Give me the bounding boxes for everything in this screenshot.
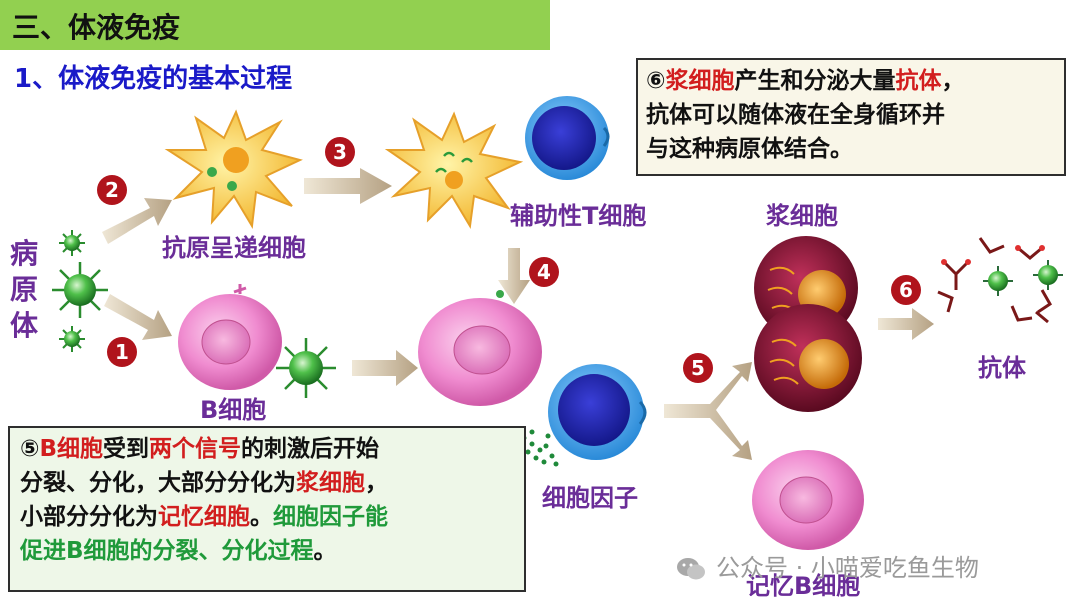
cytokine-effect-text: 促进B细胞的分裂、分化过程 (20, 538, 314, 564)
memory-b-cell (752, 450, 864, 550)
apc-cell-presenting (384, 111, 524, 229)
step-badge-2: 2 (97, 175, 127, 205)
step-number-2: 2 (105, 178, 119, 202)
page-title: 三、体液免疫 (12, 11, 181, 44)
pathogen-large (52, 262, 108, 318)
cytokine-label: 细胞因子 (542, 484, 638, 512)
arrow-b-to-activated (352, 350, 418, 386)
box-top-text: 产生和分泌大量 (734, 68, 896, 94)
box-bottom-comma: ， (365, 470, 388, 496)
arrow-1 (104, 294, 172, 340)
plasma-cell-highlight-2: 浆细胞 (296, 470, 365, 496)
circle-number-5: ⑤ (20, 436, 40, 462)
memory-b-label: 记忆B细胞 (746, 572, 861, 600)
box-bottom-period: 。 (250, 504, 273, 530)
box-top-line2: 抗体可以随体液在全身循环并 (646, 102, 945, 128)
title-bar: 三、体液免疫 (0, 0, 550, 50)
box-top-line3: 与这种病原体结合。 (646, 136, 853, 162)
box-bottom-text-3: 分裂、分化，大部分分化为 (20, 470, 296, 496)
plasma-cell-label: 浆细胞 (766, 202, 838, 230)
b-cell-highlight: B细胞 (39, 436, 104, 462)
step-badge-1: 1 (107, 337, 137, 367)
explanation-box-step6: ⑥浆细胞产生和分泌大量抗体， 抗体可以随体液在全身循环并 与这种病原体结合。 (636, 58, 1066, 176)
activated-b-cell (418, 290, 542, 406)
watermark-text: 公众号 · 小喵爱吃鱼生物 (716, 554, 979, 582)
box-bottom-text-4: 小部分分化为 (20, 504, 158, 530)
arrow-4 (498, 248, 530, 304)
two-signals-highlight: 两个信号 (149, 436, 242, 462)
apc-cell (164, 109, 303, 230)
cytokine-highlight: 细胞因子能 (273, 504, 388, 530)
box-bottom-text-1: 受到 (103, 436, 150, 462)
antibody-label: 抗体 (978, 354, 1026, 382)
step-number-4: 4 (537, 260, 551, 284)
box-bottom-period-2: 。 (313, 538, 337, 564)
step-badge-3: 3 (325, 137, 355, 167)
helper-t-cell-2 (548, 364, 647, 460)
antibody-highlight: 抗体 (895, 68, 942, 94)
antibody-cluster (937, 237, 1063, 324)
step-badge-6: 6 (891, 275, 921, 305)
arrow-5-branch (664, 362, 752, 460)
helper-t-cell (525, 96, 610, 180)
b-cell-label: B细胞 (200, 396, 267, 424)
memory-cell-highlight: 记忆细胞 (158, 504, 250, 530)
helper-t-label: 辅助性T细胞 (510, 202, 647, 230)
box-bottom-line2: 分裂、分化，大部分分化为浆细胞， (20, 466, 514, 500)
arrow-2 (102, 198, 172, 244)
step-number-1: 1 (115, 340, 129, 364)
pathogen-label-char-3: 体 (10, 309, 39, 342)
pathogen-small-bottom (59, 326, 85, 352)
box-bottom-line1: ⑤B细胞受到两个信号的刺激后开始 (20, 432, 514, 466)
pathogen-label-char-2: 原 (10, 273, 39, 306)
box-bottom-text-2: 的刺激后开始 (241, 436, 380, 462)
box-bottom-line4: 促进B细胞的分裂、分化过程。 (20, 534, 514, 568)
pathogen-at-b-cell (276, 338, 336, 398)
plasma-cell-highlight: 浆细胞 (665, 68, 735, 94)
box-bottom-line3: 小部分分化为记忆细胞。细胞因子能 (20, 500, 514, 534)
step-badge-5: 5 (683, 353, 713, 383)
explanation-box-step5: ⑤B细胞受到两个信号的刺激后开始 分裂、分化，大部分分化为浆细胞， 小部分分化为… (8, 426, 526, 592)
section-subtitle: 1、体液免疫的基本过程 (14, 64, 293, 94)
box-top-line1: ⑥浆细胞产生和分泌大量抗体， (646, 64, 1056, 98)
watermark: 公众号 · 小喵爱吃鱼生物 (676, 548, 979, 583)
arrow-3 (304, 168, 392, 204)
step-number-5: 5 (691, 356, 705, 380)
circle-number-6: ⑥ (646, 68, 666, 94)
b-cell (178, 284, 282, 390)
step-badge-4: 4 (529, 257, 559, 287)
pathogen-small-top (59, 230, 85, 256)
step-number-3: 3 (333, 140, 347, 164)
box-top-comma: ， (941, 68, 965, 94)
plasma-cell-bottom (754, 304, 862, 412)
arrow-6 (878, 308, 934, 340)
pathogen-label-char-1: 病 (10, 237, 39, 270)
wechat-icon (677, 558, 705, 580)
apc-label: 抗原呈递细胞 (162, 234, 306, 262)
step-number-6: 6 (899, 278, 913, 302)
